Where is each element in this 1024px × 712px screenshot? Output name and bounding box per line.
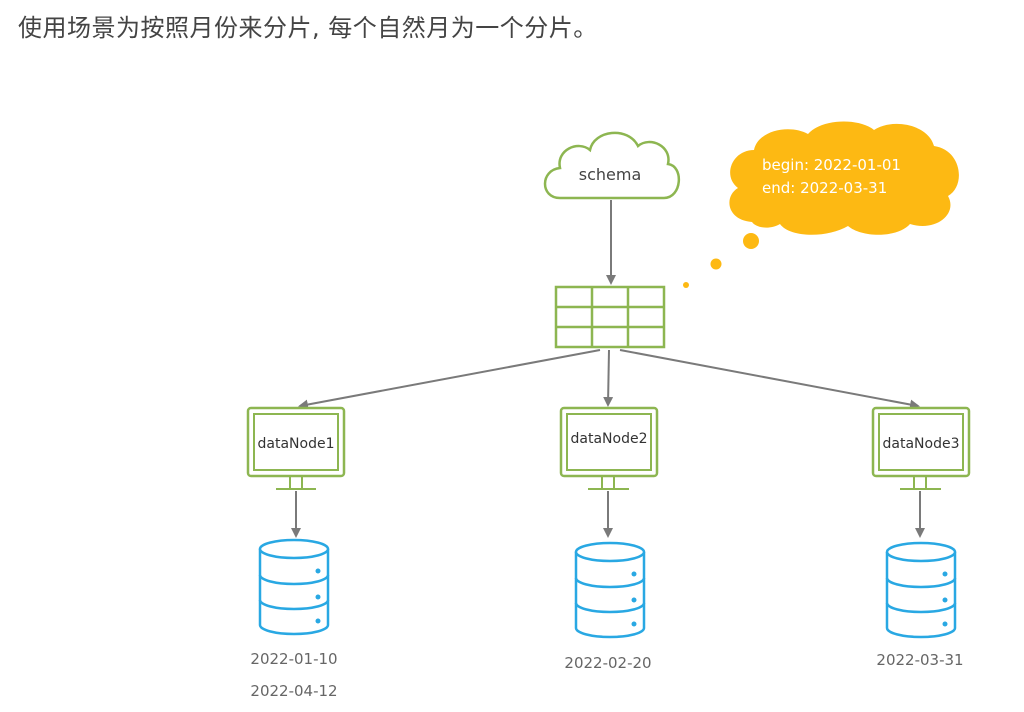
database-icon (885, 541, 957, 639)
bubble-dot-large (743, 233, 759, 249)
node-1-label: dataNode1 (258, 436, 335, 452)
monitor-icon (871, 406, 971, 490)
bubble-end-text: end: 2022-03-31 (762, 179, 887, 197)
node-3-date-1: 2022-03-31 (876, 651, 963, 669)
arrow-table-to-node2 (603, 349, 614, 407)
bubble-begin-text: begin: 2022-01-01 (762, 156, 901, 174)
cloud-icon (543, 131, 681, 200)
node-2-label: dataNode2 (571, 431, 648, 447)
node-1-date-1: 2022-01-10 (250, 650, 337, 668)
bubble-dot-small (683, 282, 689, 288)
data-node-1: dataNode1 2022-01-10 2022-04-12 (246, 406, 346, 700)
node-2-date-1: 2022-02-20 (564, 654, 651, 672)
table-icon (554, 285, 666, 349)
data-node-2: dataNode2 2022-02-20 (559, 406, 659, 672)
arrow-table-to-node1 (298, 349, 601, 410)
range-bubble: begin: 2022-01-01 end: 2022-03-31 (683, 121, 959, 288)
node-3-label: dataNode3 (883, 436, 960, 452)
bubble-dot-medium (710, 258, 722, 270)
schema-cloud: schema (543, 131, 681, 200)
data-node-3: dataNode3 2022-03-31 (871, 406, 971, 669)
bubble-cloud-icon (729, 121, 959, 235)
monitor-icon (559, 406, 659, 490)
database-icon (258, 538, 330, 636)
page-heading: 使用场景为按照月份来分片, 每个自然月为一个分片。 (18, 14, 598, 42)
node-1-date-2: 2022-04-12 (250, 682, 337, 700)
schema-label: schema (579, 165, 642, 184)
database-icon (574, 541, 646, 639)
arrow-table-to-node3 (619, 349, 920, 410)
monitor-icon (246, 406, 346, 490)
